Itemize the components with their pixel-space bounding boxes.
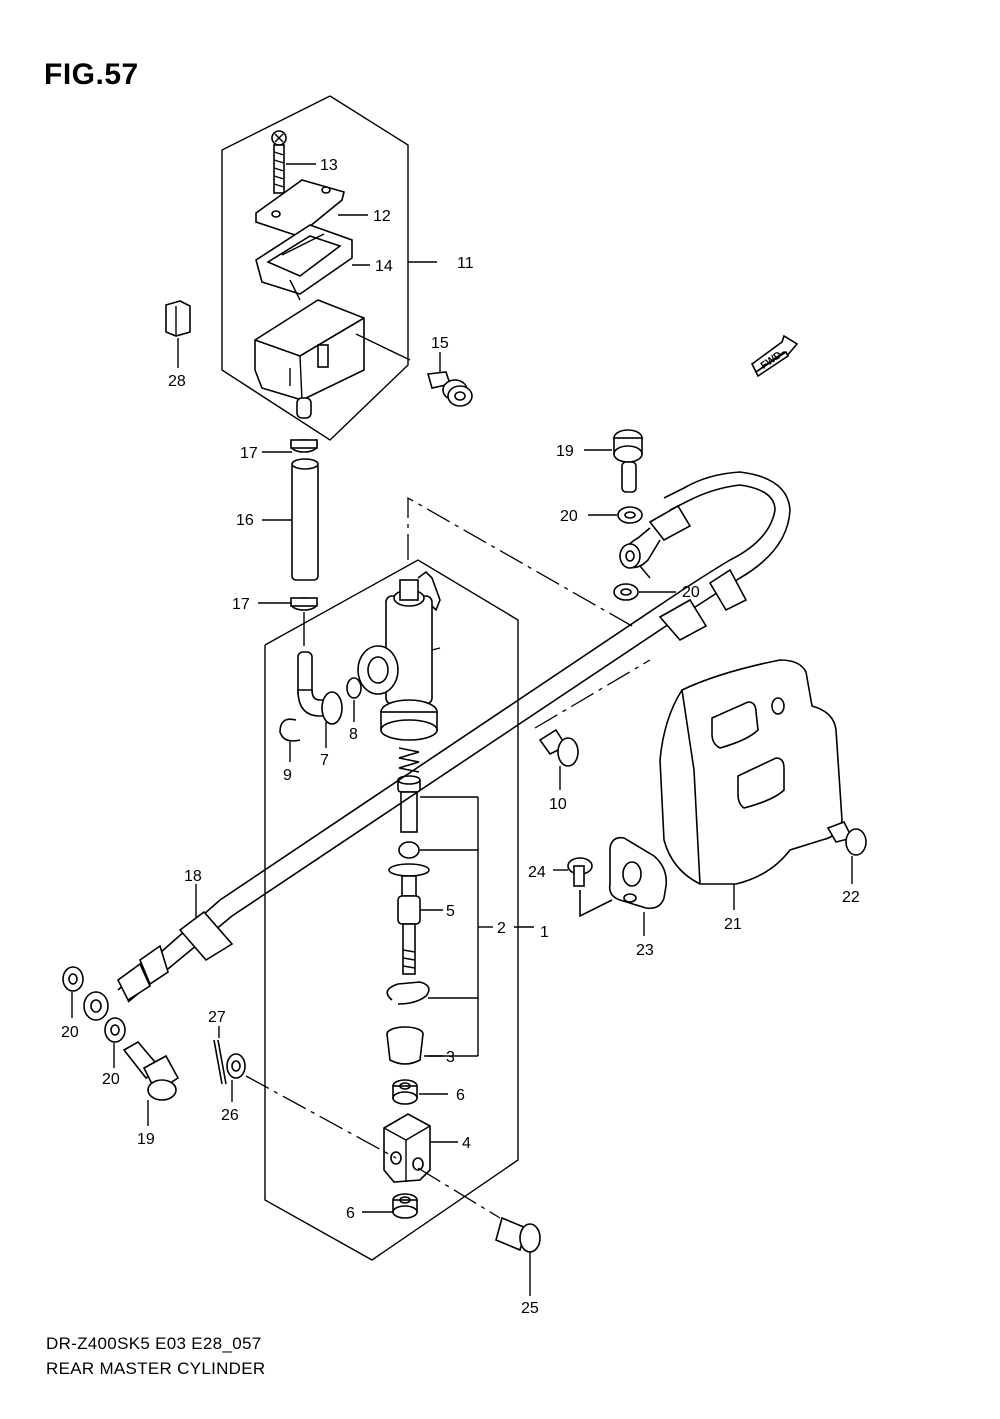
part-20-washer-d bbox=[104, 1017, 126, 1068]
callout-6-lower: 6 bbox=[346, 1205, 355, 1222]
part-8-o-ring bbox=[346, 677, 362, 722]
callout-19-upper: 19 bbox=[556, 443, 574, 460]
callout-11: 11 bbox=[457, 255, 474, 272]
callout-20-a: 20 bbox=[560, 508, 578, 525]
callout-10: 10 bbox=[549, 796, 567, 813]
part-20-washer-c bbox=[62, 966, 84, 1018]
callout-20-c: 20 bbox=[61, 1024, 79, 1041]
part-23-bracket bbox=[608, 836, 668, 936]
part-12-reservoir-cap bbox=[255, 179, 368, 237]
callout-19-lower: 19 bbox=[137, 1131, 155, 1148]
callout-17-upper: 17 bbox=[240, 445, 258, 462]
part-25-clevis-pin bbox=[495, 1216, 541, 1296]
part-piston bbox=[397, 775, 421, 833]
part-17-clamp-upper bbox=[262, 439, 318, 453]
part-7-inlet-union bbox=[297, 651, 343, 748]
part-20-washer-b bbox=[613, 583, 676, 601]
part-cup bbox=[398, 841, 420, 859]
part-4-clevis bbox=[383, 1113, 458, 1183]
callout-6-upper: 6 bbox=[456, 1087, 465, 1104]
part-27-cotter-pin bbox=[213, 1026, 227, 1085]
callout-20-d: 20 bbox=[102, 1071, 120, 1088]
part-3-boot bbox=[386, 1026, 443, 1065]
part-14-diaphragm bbox=[255, 224, 370, 301]
callout-9: 9 bbox=[283, 767, 292, 784]
part-20-washer-a bbox=[588, 506, 643, 524]
callout-7: 7 bbox=[320, 752, 329, 769]
footer-caption: REAR MASTER CYLINDER bbox=[46, 1359, 266, 1378]
part-10-screw bbox=[538, 728, 579, 790]
part-26-washer bbox=[226, 1053, 246, 1102]
part-9-circlip bbox=[279, 718, 301, 762]
callout-26: 26 bbox=[221, 1107, 239, 1124]
part-5-push-rod bbox=[388, 863, 443, 975]
callout-3: 3 bbox=[446, 1049, 455, 1066]
callout-14: 14 bbox=[375, 258, 393, 275]
callout-25: 25 bbox=[521, 1300, 539, 1317]
footer-model-code: DR-Z400SK5 E03 E28_057 bbox=[46, 1334, 262, 1353]
callout-8: 8 bbox=[349, 726, 358, 743]
callout-22: 22 bbox=[842, 889, 860, 906]
callout-18: 18 bbox=[184, 868, 202, 885]
master-cylinder-group-outline bbox=[264, 559, 519, 1261]
callout-4: 4 bbox=[462, 1135, 471, 1152]
part-16-hose bbox=[262, 458, 319, 581]
part-18-brake-hose bbox=[83, 471, 791, 1021]
part-11-reservoir bbox=[254, 299, 411, 419]
phantom-lines bbox=[245, 496, 651, 1219]
master-cylinder-body bbox=[357, 570, 441, 741]
callout-15: 15 bbox=[431, 335, 449, 352]
part-6-nut-upper bbox=[392, 1079, 448, 1105]
callout-17-lower: 17 bbox=[232, 596, 250, 613]
part-13-screw bbox=[271, 130, 316, 194]
part-17-clamp-lower bbox=[258, 597, 318, 646]
part-21-heel-guard bbox=[659, 659, 843, 910]
callout-1: 1 bbox=[540, 924, 549, 941]
callout-12: 12 bbox=[373, 208, 391, 225]
callout-28: 28 bbox=[168, 373, 186, 390]
part-28-label bbox=[165, 300, 191, 368]
part-22-bolt bbox=[826, 820, 867, 884]
callout-2: 2 bbox=[497, 920, 506, 937]
callout-16: 16 bbox=[236, 512, 254, 529]
part-19-banjo-bolt-lower bbox=[122, 1040, 180, 1126]
assembly-brackets bbox=[420, 796, 534, 1057]
part-15-bolt bbox=[426, 352, 473, 407]
callout-5: 5 bbox=[446, 903, 455, 920]
figure-title: FIG.57 bbox=[44, 58, 139, 91]
callout-23: 23 bbox=[636, 942, 654, 959]
callout-27: 27 bbox=[208, 1009, 226, 1026]
fwd-direction-badge: FWD bbox=[750, 334, 799, 378]
reservoir-group-outline bbox=[221, 95, 437, 441]
part-spring bbox=[398, 747, 420, 773]
callout-21: 21 bbox=[724, 916, 742, 933]
part-6-nut-lower bbox=[362, 1193, 418, 1219]
callout-13: 13 bbox=[320, 157, 338, 174]
part-circlip bbox=[386, 981, 430, 1005]
part-24-screw bbox=[553, 857, 613, 918]
callout-20-b: 20 bbox=[682, 584, 700, 601]
part-19-banjo-bolt-upper bbox=[584, 429, 643, 493]
callout-24: 24 bbox=[528, 864, 546, 881]
